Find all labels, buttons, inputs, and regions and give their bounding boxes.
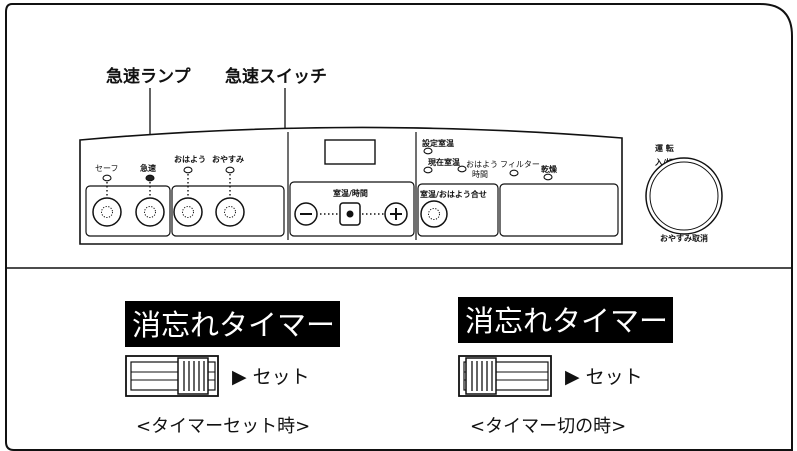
timer-title: 消忘れタイマー [465,304,668,338]
control-panel [79,126,623,245]
switch-knob [177,357,209,395]
timer-title-box [125,301,340,347]
setting-temp-label: 設定室温 [422,138,454,148]
rapid-lamp [145,174,155,182]
room-temp-ohayou-button[interactable] [420,200,448,228]
timer-panel-set: 消忘れタイマー ▶ セット <タイマーセット時> [125,301,340,437]
setting-temp-lamp [423,147,433,155]
rapid-lamp-callout: 急速ランプ [106,66,191,87]
rapid-label: 急速 [140,163,156,173]
ohayou-label: おはよう [174,155,206,164]
timer-caption: <タイマー切の時> [470,416,626,437]
room-temp-ohayou-label: 室温/おはよう合せ [420,189,487,199]
ohayou-button[interactable] [173,197,203,227]
ohayou-time-label-2: 時間 [472,170,488,179]
power-button[interactable] [645,157,723,235]
safe-label: セーフ [95,164,119,173]
timer-caption: <タイマーセット時> [136,416,310,437]
current-temp-lamp [423,166,433,174]
drying-lamp [543,173,553,181]
rapid-switch-callout: 急速スイッチ [225,66,327,87]
oyasumi-button[interactable] [215,197,245,227]
temp-time-label: 室温/時間 [333,188,368,198]
set-label: ▶ セット [232,366,310,388]
temp-set-button[interactable] [339,202,361,226]
ohayou-time-lamp [457,165,467,173]
indicator-lamps [102,147,553,182]
oyasumi-cancel-label: おやすみ取消 [660,233,708,243]
timer-switch[interactable] [125,355,219,397]
set-label: ▶ セット [565,366,643,388]
device-frame [5,3,793,451]
safe-lamp [102,174,112,182]
ohayou-lamp [183,166,193,174]
run-label: 運 転 [655,143,674,153]
switch-knob [465,357,497,395]
panel-sections [85,132,619,240]
timer-title-box [458,297,673,343]
drying-label: 乾燥 [541,164,558,174]
filter-lamp [509,169,519,177]
display-window [324,139,376,165]
oyasumi-label: おやすみ [212,154,244,164]
filter-label: フィルター [500,160,540,169]
temp-up-button[interactable] [384,202,408,226]
timer-panel-off: 消忘れタイマー ▶ セット <タイマー切の時> [458,297,673,437]
rapid-button[interactable] [135,197,165,227]
temp-down-button[interactable] [294,202,318,226]
oyasumi-lamp [225,166,235,174]
timer-title: 消忘れタイマー [132,308,335,342]
current-temp-label: 現在室温 [428,157,460,167]
timer-switch[interactable] [458,355,552,397]
ohayou-time-label: おはよう [466,160,498,169]
run-label-2: 入/切 [654,157,674,167]
safe-button[interactable] [92,197,122,227]
